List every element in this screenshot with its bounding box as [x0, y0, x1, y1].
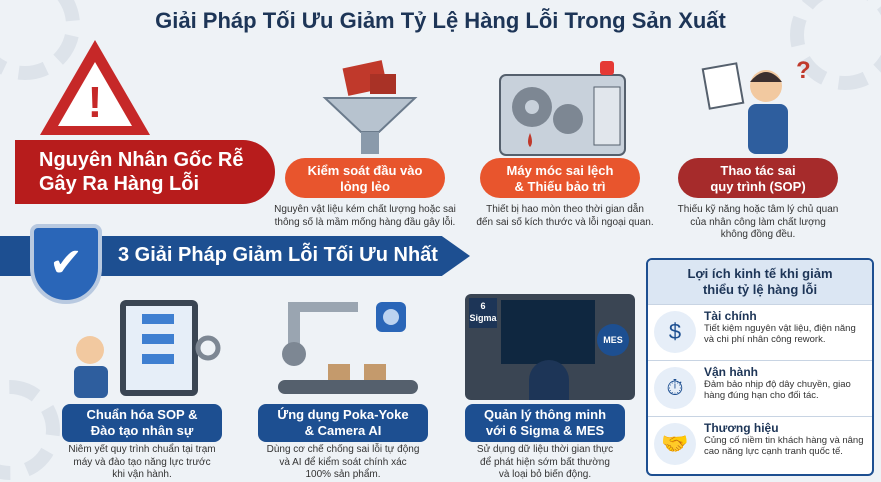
cause-title: Kiểm soát đầu vào: [307, 163, 423, 178]
handshake-icon: 🤝: [654, 423, 696, 465]
cause-title: Thao tác sai: [720, 163, 796, 178]
solution-title: Quản lý thông minh: [483, 407, 607, 422]
cause-title: lỏng lẻo: [340, 178, 390, 194]
cause-desc-line: không đồng đều.: [720, 229, 796, 240]
solution-desc-line: 100% sản phẩm.: [305, 469, 381, 480]
operator-silhouette: [529, 360, 569, 400]
benefit-title: Thương hiệu: [704, 421, 779, 435]
benefit-finance: $ Tài chính Tiết kiệm nguyên vật liệu, đ…: [648, 304, 872, 360]
benefit-text: Tiết kiệm nguyên vật liệu, điện năng và …: [704, 323, 856, 346]
cause-desc-line: Thiết bị hao mòn theo thời gian dẫn: [486, 204, 644, 215]
cause-title: Máy móc sai lệch: [506, 163, 614, 178]
cause-title: & Thiếu bảo trì: [514, 178, 606, 194]
benefit-brand: 🤝 Thương hiệu Củng cố niềm tin khách hàn…: [648, 416, 872, 472]
cause-card-sop: Thao tác sai quy trình (SOP): [678, 158, 838, 198]
benefits-heading-line: thiểu tỷ lệ hàng lỗi: [702, 281, 818, 297]
dashboard-screen: [501, 300, 595, 364]
worker-confused-icon: ?: [700, 52, 820, 160]
cause-desc-line: đến sai số kích thước và lỗi ngoại quan.: [476, 216, 654, 228]
truck-clock-icon: ⏱: [654, 367, 696, 409]
page-title: Giải Pháp Tối Ưu Giảm Tỷ Lệ Hàng Lỗi Tro…: [155, 8, 726, 33]
solution-description: Dùng cơ chế chống sai lỗi tự động và AI …: [248, 444, 438, 482]
benefits-heading-line: Lợi ích kinh tế khi giảm: [687, 266, 833, 281]
sop-tablet-icon: [62, 296, 222, 400]
mes-badge: MES: [597, 324, 629, 356]
solution-description: Sử dụng dữ liệu thời gian thực để phát h…: [455, 444, 635, 482]
cause-desc-line: Thiếu kỹ năng hoặc tâm lý chủ quan: [677, 204, 839, 215]
solution-title: với 6 Sigma & MES: [485, 422, 605, 438]
cause-desc-line: của nhân công làm chất lượng: [690, 216, 826, 228]
benefit-title: Vận hành: [704, 365, 759, 379]
solution-desc-line: và loại bỏ biến động.: [498, 469, 592, 480]
solution-desc-line: để phát hiện sớm bất thường: [480, 456, 610, 468]
solution-card-mes: Quản lý thông minh với 6 Sigma & MES: [465, 404, 625, 442]
benefit-title: Tài chính: [704, 309, 757, 323]
warning-icon-inner: [58, 62, 132, 126]
robot-camera-icon: [268, 294, 428, 400]
benefits-heading: Lợi ích kinh tế khi giảm thiểu tỷ lệ hàn…: [648, 260, 872, 304]
benefit-operations: ⏱ Vận hành Đảm bảo nhịp độ dây chuyền, g…: [648, 360, 872, 416]
benefit-text: Củng cố niềm tin khách hàng và nâng cao …: [704, 435, 864, 458]
warning-mark: !: [87, 78, 103, 127]
cause-description: Nguyên vật liệu kém chất lượng hoặc sai …: [270, 204, 460, 229]
root-cause-line1: Nguyên Nhân Gốc Rễ: [39, 149, 244, 171]
solution-desc-line: Sử dụng dữ liệu thời gian thực: [476, 444, 614, 455]
root-cause-banner: Nguyên Nhân Gốc Rễ Gây Ra Hàng Lỗi: [15, 140, 275, 204]
machine-icon: [490, 55, 640, 160]
solution-card-poka-yoke: Ứng dụng Poka-Yoke & Camera AI: [258, 404, 428, 442]
cause-title: quy trình (SOP): [710, 178, 806, 194]
cause-card-input-control: Kiểm soát đầu vào lỏng lẻo: [285, 158, 445, 198]
solution-description: Niêm yết quy trình chuẩn tại trạm máy và…: [52, 444, 232, 482]
coins-icon: $: [654, 311, 696, 353]
solutions-heading: 3 Giải Pháp Giảm Lỗi Tối Ưu Nhất: [118, 244, 438, 266]
cause-description: Thiếu kỹ năng hoặc tâm lý chủ quan của n…: [668, 204, 848, 242]
solution-title: Đào tạo nhân sự: [90, 422, 194, 438]
solution-desc-line: và AI để kiểm soát chính xác: [279, 456, 407, 468]
root-cause-line2: Gây Ra Hàng Lỗi: [39, 173, 200, 195]
solution-title: & Camera AI: [304, 422, 382, 438]
solution-title: Ứng dụng Poka-Yoke: [277, 407, 409, 422]
svg-text:?: ?: [796, 57, 811, 84]
solution-desc-line: máy và đào tạo năng lực trước: [73, 456, 211, 468]
shield-check-icon: ✔: [30, 224, 102, 304]
solution-card-sop: Chuẩn hóa SOP & Đào tạo nhân sự: [62, 404, 222, 442]
funnel-icon: [315, 58, 425, 158]
benefit-text: Đảm bảo nhịp độ dây chuyền, giao hàng đú…: [704, 379, 851, 402]
solution-title: Chuẩn hóa SOP &: [86, 407, 198, 422]
solution-desc-line: khi vận hành.: [112, 469, 172, 480]
six-sigma-badge: 6 Sigma: [469, 298, 497, 328]
dashboard-icon: 6 Sigma MES: [465, 294, 635, 400]
benefits-panel: Lợi ích kinh tế khi giảm thiểu tỷ lệ hàn…: [646, 258, 874, 476]
background-gear-icon: [0, 380, 60, 480]
solution-desc-line: Dùng cơ chế chống sai lỗi tự động: [266, 444, 420, 455]
cause-desc-line: thông số là mầm mống hàng đầu gây lỗi.: [274, 216, 456, 228]
solution-desc-line: Niêm yết quy trình chuẩn tại trạm: [68, 444, 216, 455]
cause-desc-line: Nguyên vật liệu kém chất lượng hoặc sai: [274, 204, 456, 215]
cause-card-machine: Máy móc sai lệch & Thiếu bảo trì: [480, 158, 640, 198]
cause-description: Thiết bị hao mòn theo thời gian dẫn đến …: [470, 204, 660, 229]
